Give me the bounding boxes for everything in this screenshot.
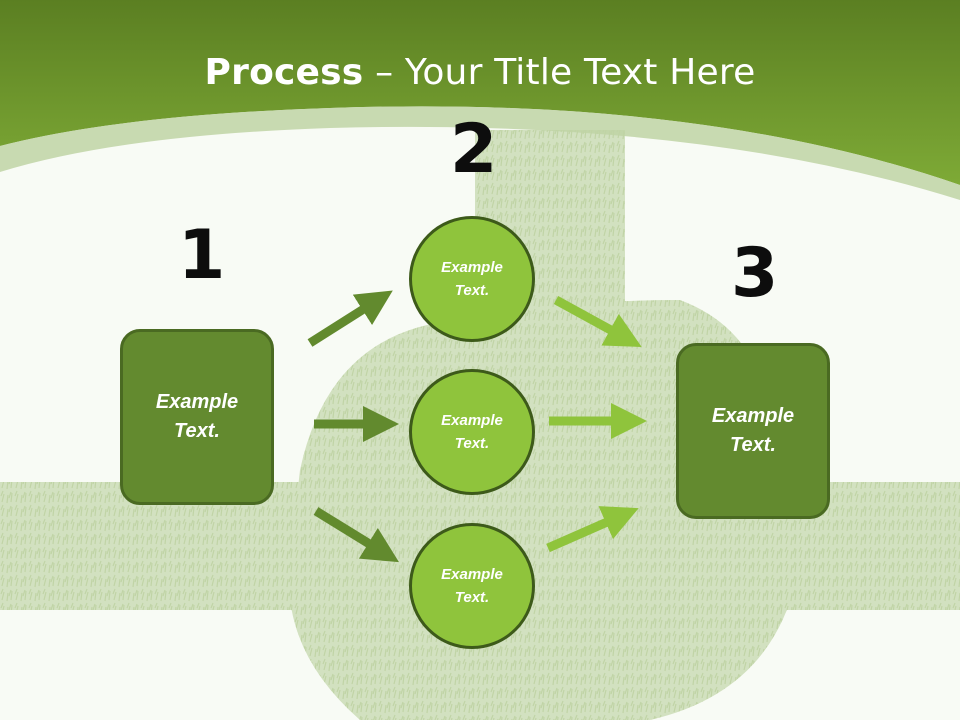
arrow-2-bottom-to-3 [546,506,639,553]
step-1-box: Example Text. [120,329,274,505]
step-2-label-bottom: Example Text. [441,566,503,606]
step-2-circle-middle: Example Text. [409,369,535,495]
header-band [0,0,960,185]
slide-title: Process – Your Title Text Here [0,52,960,93]
arrow-2-top-to-3 [553,296,642,347]
title-rest: – Your Title Text Here [363,52,756,93]
step-number-3: 3 [731,234,779,313]
step-1-label: Example Text. [155,391,239,442]
title-bold: Process [204,52,364,93]
step-2-label-top: Example Text. [441,259,503,299]
header-swoosh [0,106,960,200]
step-3-label: Example Text. [711,405,795,456]
step-2-label-middle: Example Text. [441,412,503,452]
step-2-circle-bottom: Example Text. [409,523,535,649]
step-number-1: 1 [178,216,226,295]
step-2-circle-top: Example Text. [409,216,535,342]
arrow-1-to-2-top [307,290,393,347]
step-3-box: Example Text. [676,343,830,519]
arrow-1-to-2-bottom [313,507,399,563]
step-number-2: 2 [450,110,498,189]
